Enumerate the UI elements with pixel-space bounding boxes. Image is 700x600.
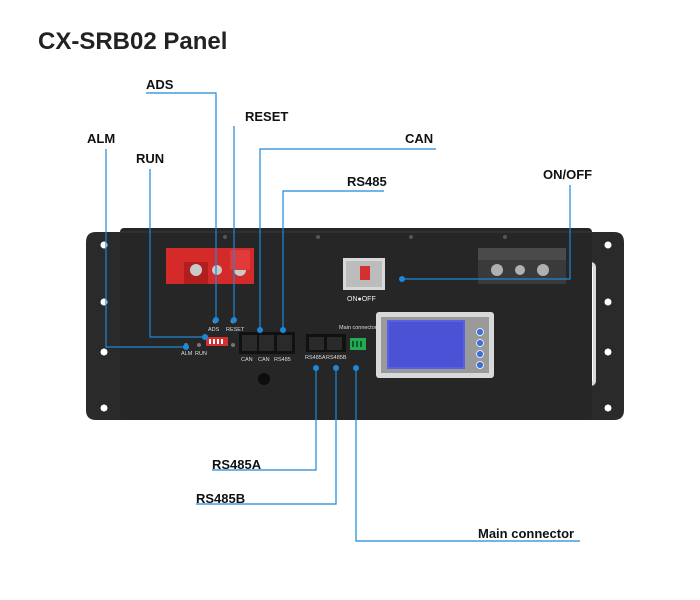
callout-ads: ADS	[146, 77, 174, 92]
panel-label-run: RUN	[195, 351, 207, 357]
dip-switch[interactable]	[206, 337, 228, 346]
run-led	[197, 343, 201, 347]
negative-terminal	[478, 248, 566, 284]
panel-label-reset: RESET	[226, 327, 245, 333]
callout-main-connector: Main connector	[478, 526, 575, 541]
panel-label-rs485a: RS485A	[305, 355, 326, 361]
lcd-button-1[interactable]	[476, 328, 484, 336]
page-title: CX-SRB02 Panel	[38, 28, 228, 55]
callout-reset: RESET	[245, 109, 289, 124]
rs485b-port[interactable]	[327, 337, 342, 350]
callout-run: RUN	[136, 151, 165, 166]
leader-dots	[183, 276, 405, 371]
leader-lines	[105, 92, 580, 542]
can-port-2[interactable]	[259, 335, 274, 351]
panel-label-ads: ADS	[208, 327, 220, 333]
rs485-ab-jacks	[306, 334, 346, 352]
rs485a-port[interactable]	[309, 337, 324, 350]
panel-label-can-2: CAN	[258, 357, 270, 363]
lcd-button-3[interactable]	[476, 350, 484, 358]
can-rs485-jacks	[239, 332, 295, 354]
positive-terminal	[166, 248, 254, 284]
panel-label-rs485b: RS485B	[326, 355, 347, 361]
lcd-button-2[interactable]	[476, 339, 484, 347]
panel-label-can: CAN	[241, 357, 253, 363]
panel-label-on-off: ON●OFF	[347, 296, 376, 303]
callout-on-off: ON/OFF	[543, 167, 593, 182]
can-port-1[interactable]	[242, 335, 257, 351]
callout-alm: ALM	[87, 131, 116, 146]
on-off-breaker[interactable]	[343, 258, 385, 290]
callout-can: CAN	[405, 131, 434, 146]
panel-label-main-connector: Main connector	[339, 325, 377, 331]
lcd-button-4[interactable]	[476, 361, 484, 369]
rs485-port[interactable]	[277, 335, 292, 351]
panel-label-rs485: RS485	[274, 357, 291, 363]
main-connector-block[interactable]	[350, 338, 366, 350]
reset-knob[interactable]	[258, 373, 270, 385]
panel-label-alm: ALM	[181, 351, 193, 357]
callout-rs485: RS485	[347, 174, 387, 189]
callout-rs485b: RS485B	[196, 491, 246, 506]
lcd-display	[376, 312, 494, 378]
callout-rs485a: RS485A	[212, 457, 262, 472]
